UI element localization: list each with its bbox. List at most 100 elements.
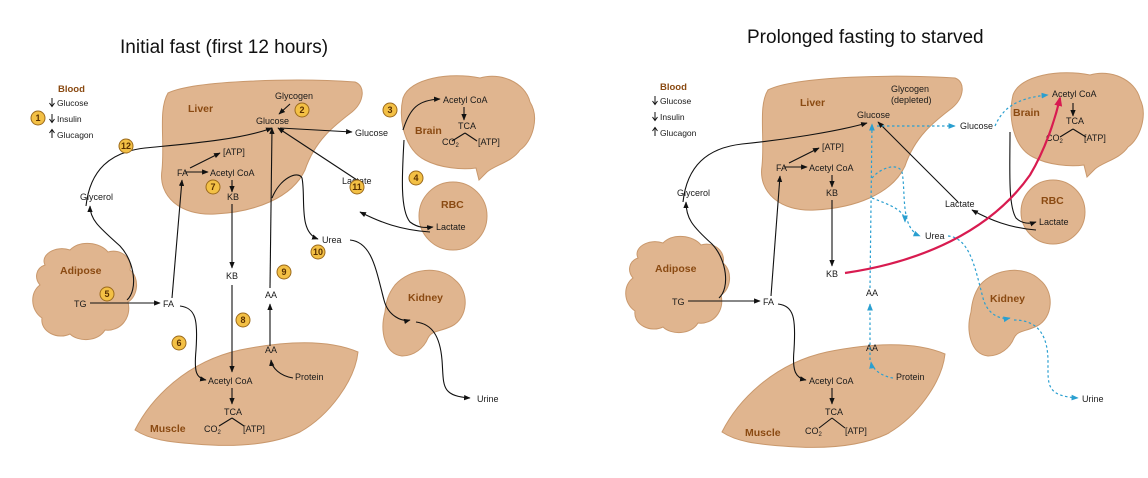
svg-text:6: 6 (176, 338, 181, 348)
muscle-co2-label: CO2 (805, 426, 823, 438)
kidney-label: Kidney (990, 293, 1025, 305)
legend-insulin: Insulin (57, 114, 82, 124)
muscle-tca-label: TCA (224, 407, 242, 417)
step-badge (294, 102, 310, 118)
muscle-aa-label: AA (866, 343, 878, 353)
brain-label: Brain (415, 125, 442, 137)
step-badge (118, 138, 134, 154)
step-badge (205, 179, 221, 195)
muscle-label: Muscle (150, 423, 186, 435)
protein-label: Protein (295, 372, 324, 382)
step-badge (408, 170, 424, 186)
liver-kb-label: KB (826, 188, 838, 198)
svg-text:1: 1 (35, 113, 40, 123)
svg-text:11: 11 (352, 182, 362, 192)
rbc-label: RBC (1041, 195, 1064, 207)
left-arrows (85, 96, 478, 427)
liver-glucose-label: Glucose (256, 116, 289, 126)
step-badges: 1 2 3 4 5 6 7 8 9 10 11 12 (30, 102, 424, 351)
muscle-label: Muscle (745, 427, 781, 439)
liver-acetyl-coa-label: Acetyl CoA (210, 168, 255, 178)
blood-lactate-label: Lactate (945, 199, 975, 209)
muscle-aa-label: AA (265, 345, 277, 355)
glycogen-label: Glycogen (891, 84, 929, 94)
svg-text:9: 9 (281, 267, 286, 277)
muscle-acetyl-coa-label: Acetyl CoA (208, 376, 253, 386)
step-badge (276, 264, 292, 280)
liver-acetyl-coa-label: Acetyl CoA (809, 163, 854, 173)
svg-text:10: 10 (313, 247, 323, 257)
right-panel-title: Prolonged fasting to starved (747, 27, 984, 48)
rbc-organ (1020, 179, 1086, 245)
kidney-organ (968, 269, 1051, 357)
muscle-co2-label: CO2 (204, 424, 222, 436)
kidney-organ (382, 269, 466, 357)
muscle-organ (721, 344, 946, 448)
liver-organ (161, 79, 363, 215)
blood-glucose-label: Glucose (960, 121, 993, 131)
glycerol-label: Glycerol (677, 188, 710, 198)
tg-label: TG (672, 297, 685, 307)
svg-text:5: 5 (104, 289, 109, 299)
blood-aa-label: AA (866, 288, 878, 298)
muscle-organ (134, 342, 359, 446)
protein-label: Protein (896, 372, 925, 382)
liver-atp-label: [ATP] (822, 142, 844, 152)
urea-label: Urea (322, 235, 342, 245)
adipose-label: Adipose (655, 263, 697, 275)
liver-label: Liver (188, 103, 213, 115)
blood-fa-label: FA (763, 297, 774, 307)
step-badge (235, 312, 251, 328)
brain-tca-label: TCA (1066, 116, 1084, 126)
svg-text:2: 2 (299, 105, 304, 115)
urine-label: Urine (477, 394, 499, 404)
rbc-label: RBC (441, 199, 464, 211)
down-arrow-icon (49, 98, 55, 108)
blood-aa-label: AA (265, 290, 277, 300)
glycerol-label: Glycerol (80, 192, 113, 202)
brain-co2-label: CO2 (1046, 133, 1064, 145)
svg-text:4: 4 (413, 173, 418, 183)
down-arrow-icon (49, 114, 55, 124)
down-arrow-icon (652, 96, 658, 106)
brain-co2-label: CO2 (442, 137, 460, 149)
blood-glucose-label: Glucose (355, 128, 388, 138)
liver-fa-label: FA (177, 168, 188, 178)
depleted-label: (depleted) (891, 95, 932, 105)
legend-glucagon: Glucagon (660, 128, 697, 138)
brain-acetyl-coa-label: Acetyl CoA (443, 95, 488, 105)
svg-text:8: 8 (240, 315, 245, 325)
brain-label: Brain (1013, 107, 1040, 119)
svg-text:12: 12 (121, 141, 131, 151)
step-badge (171, 335, 187, 351)
blood-kb-label: KB (826, 269, 838, 279)
legend-title: Blood (58, 84, 85, 95)
legend-title: Blood (660, 82, 687, 93)
svg-text:7: 7 (210, 182, 215, 192)
liver-kb-label: KB (227, 192, 239, 202)
right-panel: Prolonged fasting to starved Blood Gluco… (625, 27, 1144, 448)
step-badge (349, 179, 365, 195)
up-arrow-icon (49, 128, 55, 138)
rbc-organ (418, 181, 488, 251)
brain-organ (1010, 72, 1144, 178)
brain-atp-label: [ATP] (1084, 133, 1106, 143)
muscle-atp-label: [ATP] (243, 424, 265, 434)
rbc-lactate-label: Lactate (436, 222, 466, 232)
legend-glucagon: Glucagon (57, 130, 94, 140)
left-panel-title: Initial fast (first 12 hours) (120, 37, 328, 58)
muscle-atp-label: [ATP] (845, 426, 867, 436)
blood-kb-label: KB (226, 271, 238, 281)
adipose-organ (32, 243, 137, 340)
svg-text:3: 3 (387, 105, 392, 115)
liver-label: Liver (800, 97, 825, 109)
step-badge (382, 102, 398, 118)
kidney-label: Kidney (408, 292, 443, 304)
step-badge (30, 110, 46, 126)
blood-fa-label: FA (163, 299, 174, 309)
brain-atp-label: [ATP] (478, 137, 500, 147)
up-arrow-icon (652, 126, 658, 136)
down-arrow-icon (652, 112, 658, 122)
brain-acetyl-coa-label: Acetyl CoA (1052, 89, 1097, 99)
